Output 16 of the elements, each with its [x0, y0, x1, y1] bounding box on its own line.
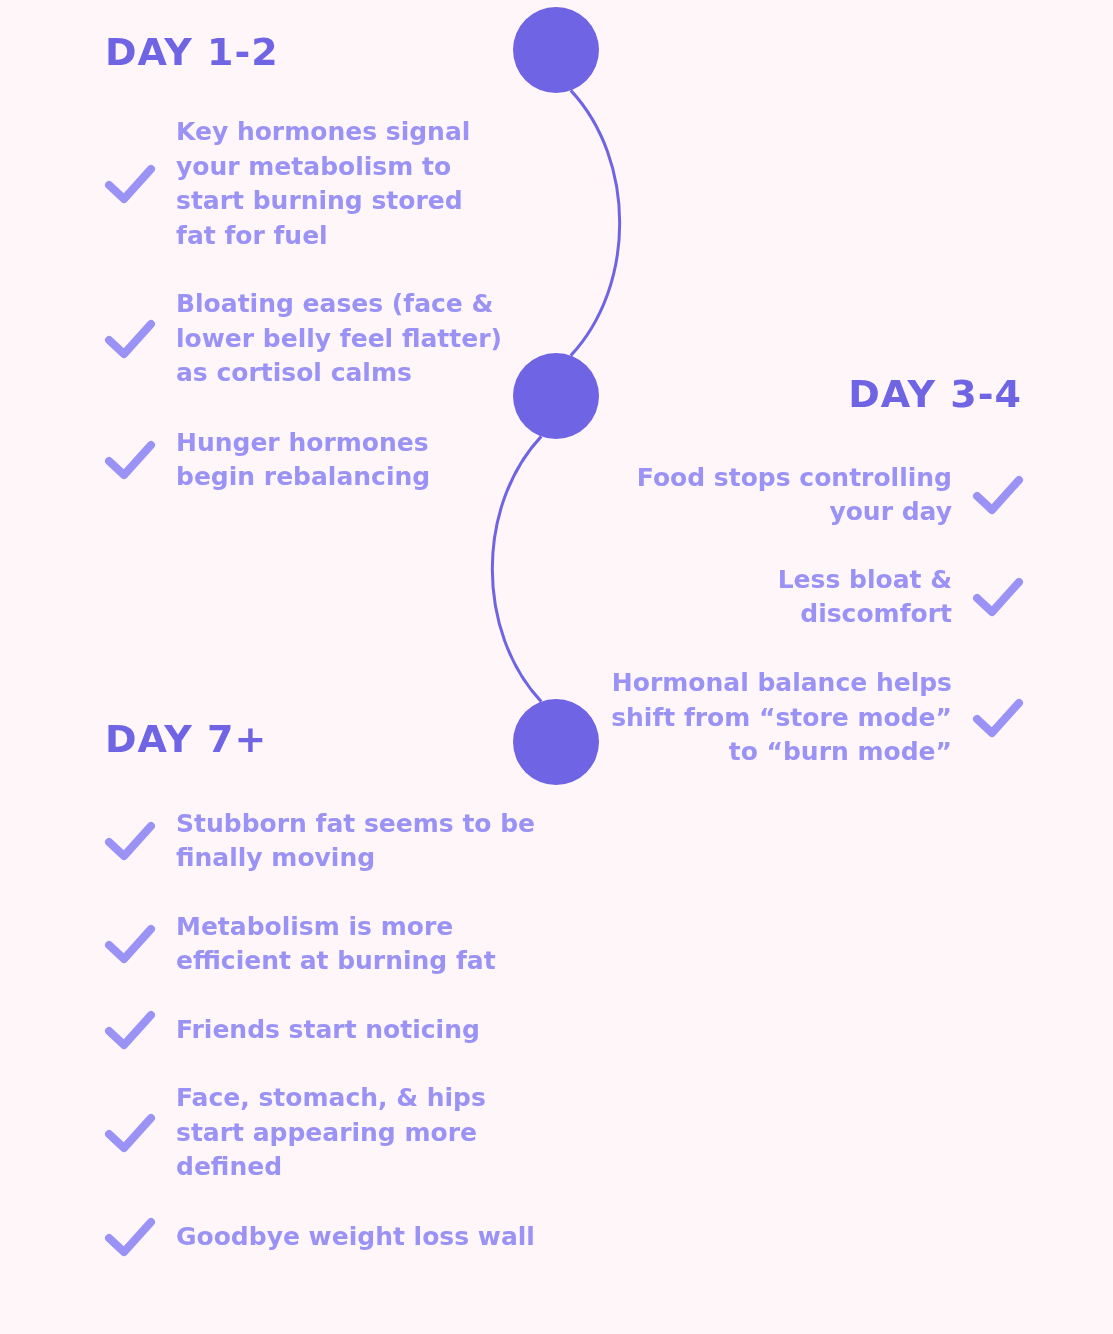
checklist-item: Hormonal balance helps shift from “store mode” to “burn mode”: [610, 667, 952, 768]
day-heading: DAY 1-2: [105, 30, 279, 74]
day-heading: DAY 3-4: [848, 372, 1022, 416]
checklist-item: Goodbye weight loss wall: [176, 1220, 536, 1253]
day-heading: DAY 7+: [105, 717, 268, 761]
checklist-item: Food stops controlling your day: [635, 461, 952, 528]
connector-line: [490, 435, 543, 703]
checklist-item: Bloating eases (face & lower belly feel flatter) as cortisol calms: [176, 288, 503, 389]
checklist-item: Key hormones signal your metabolism to start burning stored fat for fuel: [176, 116, 472, 252]
checklist-item: Stubborn fat seems to be finally moving: [176, 807, 537, 874]
checklist-item: Friends start noticing: [176, 1013, 481, 1046]
connector-line: [569, 89, 622, 357]
checklist-item: Hunger hormones begin rebalancing: [176, 426, 432, 493]
checklist-item: Face, stomach, & hips start appearing more defined: [176, 1082, 487, 1183]
checklist-item: Metabolism is more efficient at burning fat: [176, 910, 497, 977]
checklist-item: Less bloat & discomfort: [776, 563, 952, 630]
